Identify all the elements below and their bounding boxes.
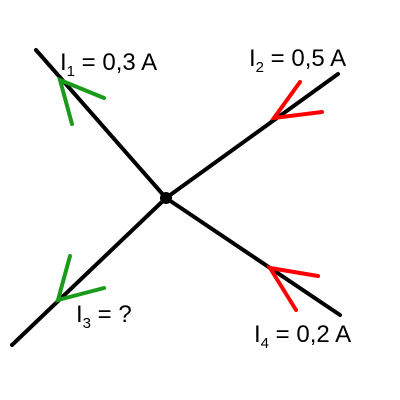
label-i4-value: = 0,2 A xyxy=(269,321,351,348)
arrow-i4 xyxy=(265,265,320,312)
wire-i1 xyxy=(34,48,168,200)
label-i1-index: 1 xyxy=(67,63,75,80)
label-i2-symbol: I xyxy=(249,45,256,72)
label-i2: I2 = 0,5 A xyxy=(249,45,346,76)
label-i3-index: 3 xyxy=(83,315,91,332)
wire-i2 xyxy=(164,72,340,200)
arrow-i3 xyxy=(55,254,106,303)
label-i4-index: 4 xyxy=(261,335,269,352)
label-i1-value: = 0,3 A xyxy=(75,49,157,76)
label-i3-symbol: I xyxy=(76,301,83,328)
arrow-i1 xyxy=(57,76,106,126)
label-i1-symbol: I xyxy=(60,49,67,76)
junction-node xyxy=(160,192,172,204)
label-i4-symbol: I xyxy=(254,321,261,348)
wire-i3 xyxy=(10,196,168,347)
arrow-i2 xyxy=(269,80,324,121)
label-i3: I3 = ? xyxy=(76,301,132,332)
wire-i4 xyxy=(164,196,342,317)
label-i2-index: 2 xyxy=(256,59,264,76)
label-i4: I4 = 0,2 A xyxy=(254,321,351,352)
label-i3-value: = ? xyxy=(91,301,132,328)
label-i2-value: = 0,5 A xyxy=(264,45,346,72)
label-i1: I1 = 0,3 A xyxy=(60,49,157,80)
